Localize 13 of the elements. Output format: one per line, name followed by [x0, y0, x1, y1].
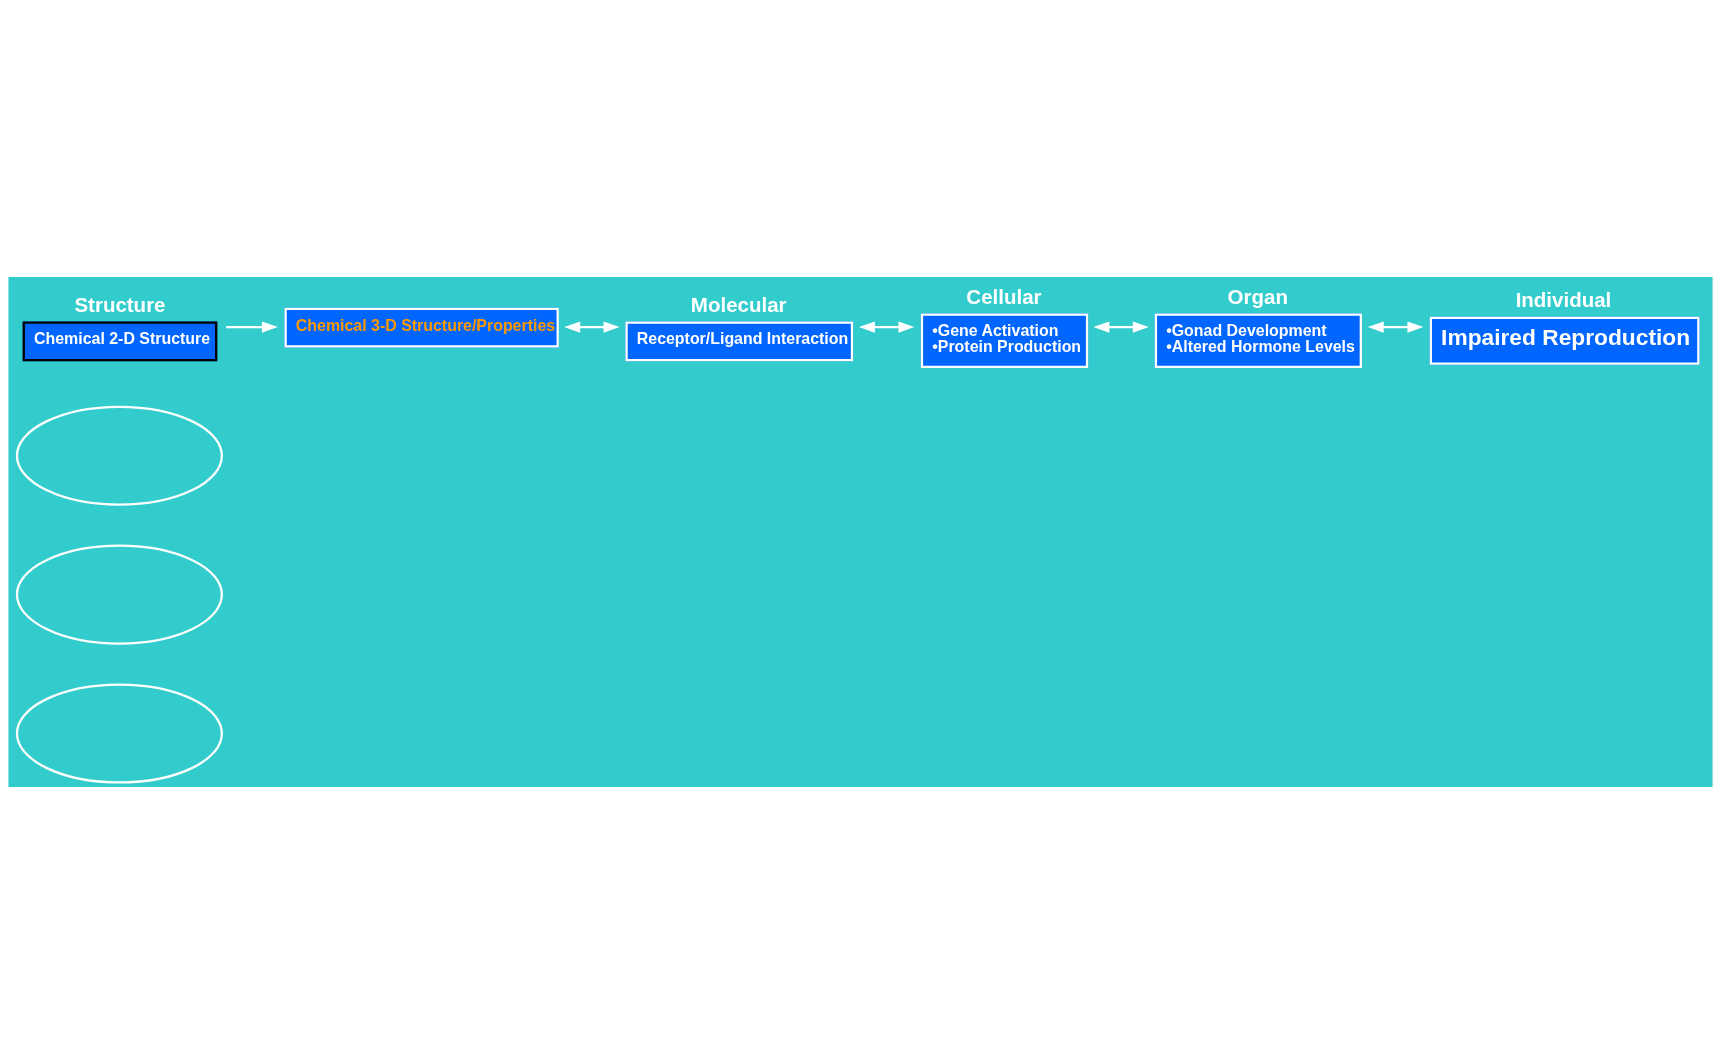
- node-label: Structure: [74, 292, 166, 316]
- node-ellipse: [15, 544, 223, 645]
- arrow: [1367, 321, 1424, 333]
- node-label: Cellular: [966, 284, 1042, 308]
- node-label: Molecular: [690, 292, 787, 316]
- arrow: [1093, 321, 1149, 333]
- arrow: [858, 321, 915, 333]
- node-ellipse: [15, 405, 223, 506]
- arrow: [226, 321, 278, 333]
- node-label: Individual: [1515, 288, 1612, 312]
- node-label: Organ: [1227, 284, 1288, 308]
- arrow: [564, 321, 620, 333]
- node-ellipse: [15, 683, 223, 784]
